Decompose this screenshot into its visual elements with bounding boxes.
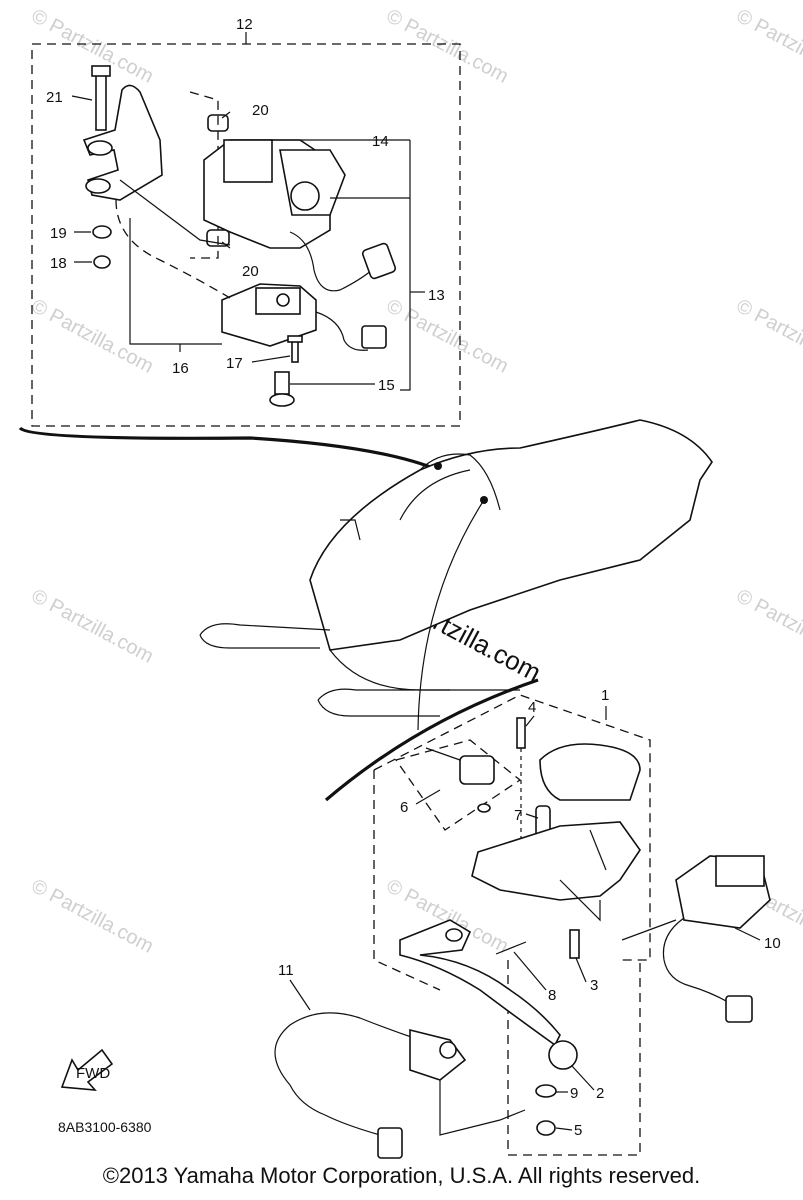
bolt-15 — [269, 371, 375, 407]
callout-leaders — [415, 715, 595, 1131]
callout-20-top: 20 — [252, 102, 269, 119]
callout-5: 5 — [574, 1122, 582, 1139]
fwd-arrow: FWD — [60, 1048, 114, 1091]
sensor-10 — [621, 855, 771, 1023]
callout-13: 13 — [428, 287, 445, 304]
callout-15: 15 — [378, 377, 395, 394]
watermark: © Partzilla.com — [28, 875, 157, 958]
watermark: © Partzilla.com — [733, 295, 803, 378]
watermark: © Partzilla.com — [28, 295, 157, 378]
switch-6 — [394, 739, 522, 831]
callout-1: 1 — [601, 687, 609, 704]
throttle-lever-2 — [399, 919, 578, 1070]
callout-14: 14 — [372, 133, 389, 150]
nut-5 — [536, 1120, 556, 1136]
callout-11: 11 — [278, 962, 294, 979]
callout-19: 19 — [50, 225, 67, 242]
callout-18: 18 — [50, 255, 67, 272]
callout-20-bottom: 20 — [242, 263, 259, 280]
callout-10: 10 — [764, 935, 781, 952]
callout-4: 4 — [528, 699, 536, 716]
screw-8 — [495, 941, 527, 955]
washer-19 — [74, 225, 112, 239]
callout-8: 8 — [548, 987, 556, 1004]
callout-2: 2 — [596, 1085, 604, 1102]
diagram-code: 8AB3100-6380 — [58, 1119, 152, 1135]
assembly-box-1 — [373, 694, 651, 1156]
screw-4 — [516, 717, 526, 880]
watermark: © Partzilla.com — [733, 5, 803, 88]
throttle-housing — [471, 821, 641, 922]
callout-6: 6 — [400, 799, 408, 816]
screw-17 — [251, 335, 303, 363]
callout-9: 9 — [570, 1085, 578, 1102]
grommet-20-top — [207, 111, 231, 132]
washer-9 — [535, 1084, 557, 1098]
inset-box-12 — [18, 32, 461, 472]
fwd-label: FWD — [76, 1065, 110, 1082]
callout-3: 3 — [590, 977, 598, 994]
watermark: © Partzilla.com — [383, 5, 512, 88]
callout-12: 12 — [236, 16, 253, 33]
ignition-unit-16 — [115, 179, 387, 351]
callout-labels: 12 21 20 14 19 18 20 13 17 16 15 1 4 6 7… — [46, 16, 781, 1139]
watermark: © Partzilla.com — [28, 585, 157, 668]
bolt-21 — [71, 65, 111, 131]
bracket — [82, 84, 163, 201]
control-unit-14 — [203, 139, 410, 292]
watermark: © Partzilla.com — [383, 295, 512, 378]
nut-18 — [74, 255, 111, 269]
bolt-3 — [569, 929, 580, 959]
callout-7: 7 — [514, 807, 522, 824]
cable-11 — [274, 979, 526, 1159]
copyright-notice: ©2013 Yamaha Motor Corporation, U.S.A. A… — [102, 1163, 701, 1188]
watermark: © Partzilla.com — [733, 585, 803, 668]
throttle-cover — [539, 743, 641, 801]
callout-16: 16 — [172, 360, 189, 377]
snowmobile — [199, 419, 713, 717]
callout-21: 21 — [46, 89, 63, 106]
callout-17: 17 — [226, 355, 243, 372]
